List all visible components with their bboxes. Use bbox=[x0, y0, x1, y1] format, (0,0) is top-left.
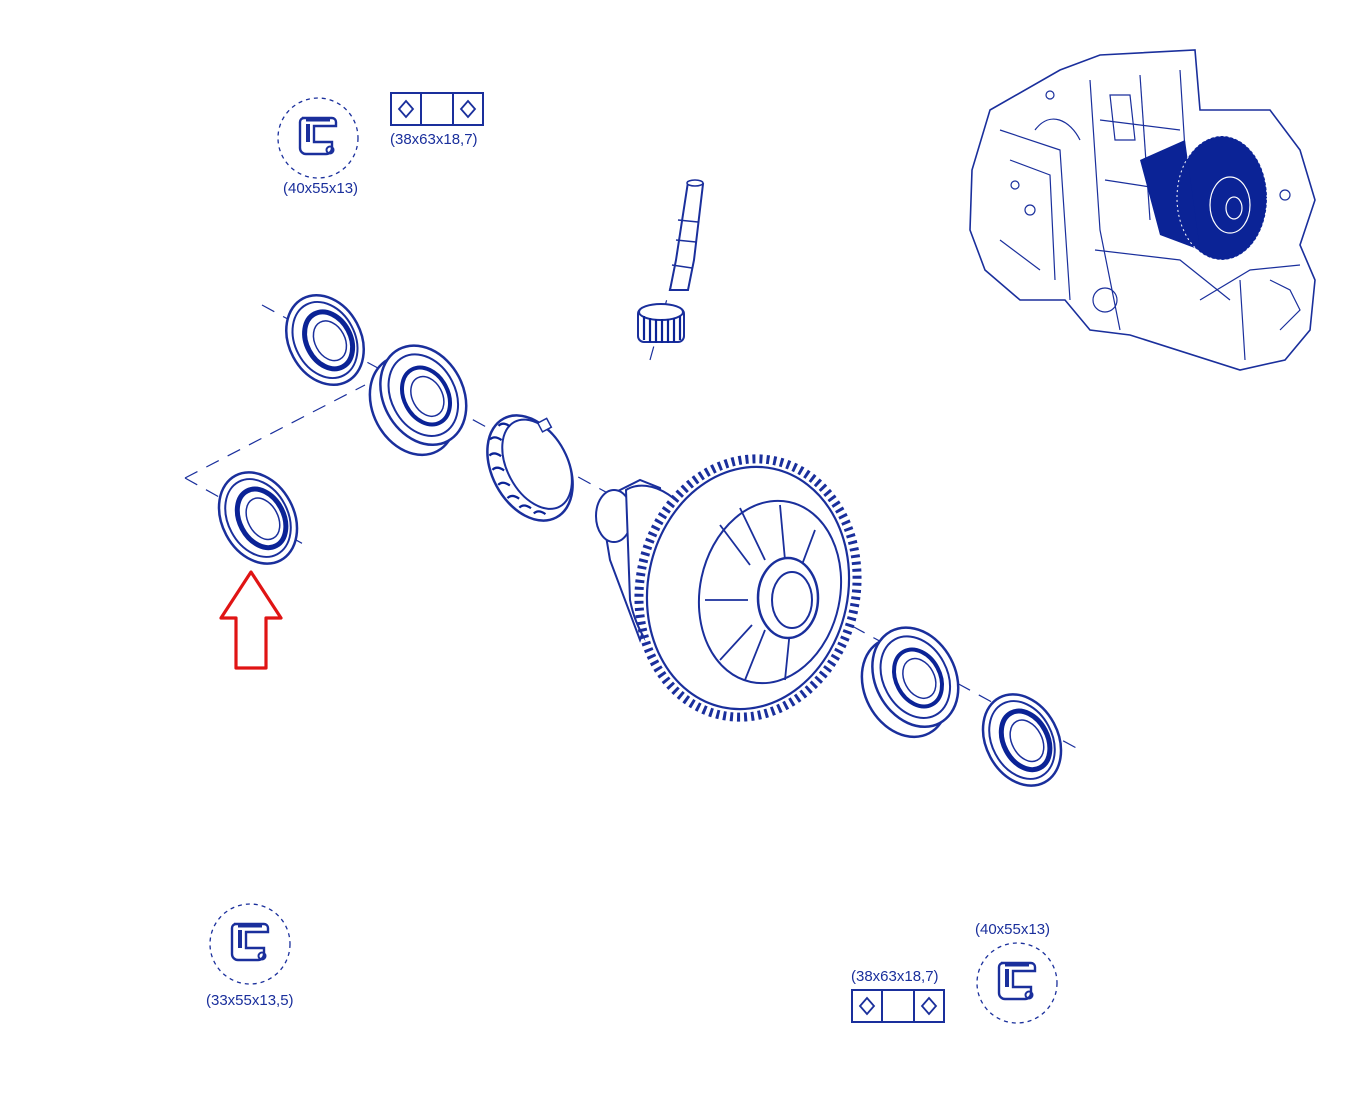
oil-seal-profile-icon bbox=[997, 961, 1037, 1001]
seal-legend-bottom-right bbox=[976, 942, 1058, 1024]
seal-size-label-bottom-left: (33x55x13,5) bbox=[206, 992, 294, 1009]
bearing-legend-top bbox=[390, 92, 484, 126]
red-up-arrow-icon bbox=[219, 570, 283, 670]
oil-seal-lower-right[interactable] bbox=[968, 681, 1077, 800]
differential-highlight-in-gearbox bbox=[1140, 135, 1268, 261]
oil-seal-profile-icon bbox=[230, 922, 270, 962]
gearbox-overview-illustration bbox=[969, 49, 1316, 371]
tapered-roller-bearing-icon bbox=[390, 92, 484, 126]
speedo-drive-shaft[interactable] bbox=[668, 179, 705, 291]
seal-size-label-top-left: (40x55x13) bbox=[283, 180, 359, 197]
seal-legend-bottom-left bbox=[209, 903, 291, 985]
speedo-drive-gear-ring[interactable] bbox=[470, 401, 590, 536]
oil-seal-profile-icon bbox=[298, 116, 338, 156]
crown-wheel-gear[interactable] bbox=[615, 438, 880, 737]
speedo-pinion-gear[interactable] bbox=[637, 303, 685, 343]
oil-seal-upper-left[interactable] bbox=[271, 282, 379, 399]
bearing-upper[interactable] bbox=[351, 330, 485, 469]
seal-size-label-bottom-right: (40x55x13) bbox=[975, 921, 1051, 938]
tapered-roller-bearing-icon bbox=[851, 989, 945, 1023]
seal-legend-top-left bbox=[277, 97, 359, 179]
bearing-size-label-top: (38x63x18,7) bbox=[390, 131, 478, 148]
bearing-size-label-bottom-right: (38x63x18,7) bbox=[851, 968, 939, 985]
bearing-lower-right[interactable] bbox=[843, 612, 977, 751]
oil-seal-highlighted[interactable] bbox=[204, 459, 313, 578]
bearing-legend-bottom-right bbox=[851, 989, 945, 1023]
